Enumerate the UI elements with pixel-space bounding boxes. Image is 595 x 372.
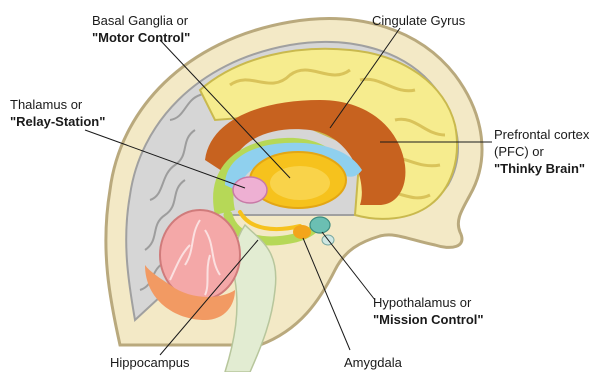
label-thalamus-line1: Thalamus or	[10, 96, 105, 113]
label-prefrontal-cortex: Prefrontal cortex (PFC) or "Thinky Brain…	[494, 126, 589, 177]
label-hypothalamus-line2: "Mission Control"	[373, 311, 484, 328]
label-basal-ganglia: Basal Ganglia or "Motor Control"	[92, 12, 190, 46]
label-basal-ganglia-line2: "Motor Control"	[92, 29, 190, 46]
label-pfc-line2: (PFC) or	[494, 143, 589, 160]
thalamus	[233, 177, 267, 203]
basal-ganglia-inner	[270, 166, 330, 200]
label-hippocampus: Hippocampus	[110, 354, 190, 371]
hypothalamus	[310, 217, 330, 233]
label-thalamus: Thalamus or "Relay-Station"	[10, 96, 105, 130]
label-basal-ganglia-line1: Basal Ganglia or	[92, 12, 190, 29]
label-pfc-line3: "Thinky Brain"	[494, 160, 589, 177]
label-cingulate-line1: Cingulate Gyrus	[372, 12, 465, 29]
label-hippocampus-line1: Hippocampus	[110, 354, 190, 371]
label-thalamus-line2: "Relay-Station"	[10, 113, 105, 130]
label-hypothalamus-line1: Hypothalamus or	[373, 294, 484, 311]
label-amygdala-line1: Amygdala	[344, 354, 402, 371]
label-amygdala: Amygdala	[344, 354, 402, 371]
amygdala	[293, 225, 311, 239]
label-cingulate-gyrus: Cingulate Gyrus	[372, 12, 465, 29]
label-pfc-line1: Prefrontal cortex	[494, 126, 589, 143]
label-hypothalamus: Hypothalamus or "Mission Control"	[373, 294, 484, 328]
